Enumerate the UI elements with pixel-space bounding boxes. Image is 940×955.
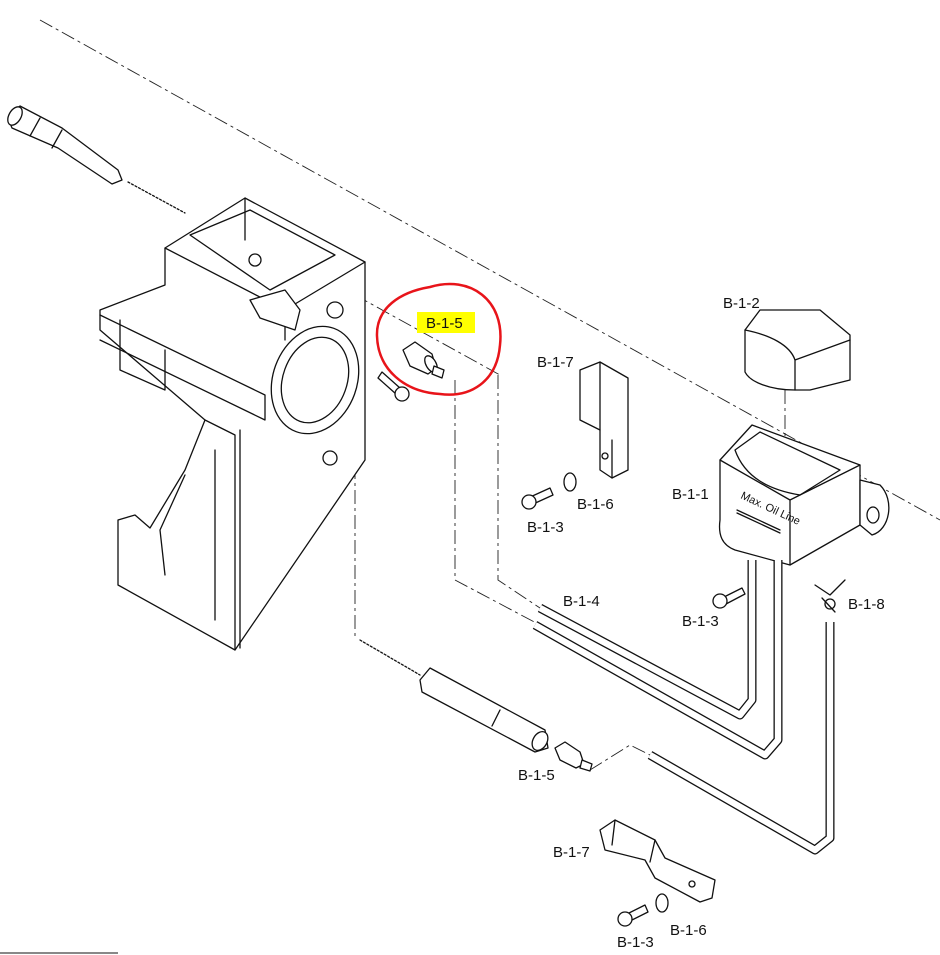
shaft-upper — [7, 105, 186, 214]
fitting-upper — [402, 341, 445, 379]
label-b-1-5-lower: B-1-5 — [518, 767, 555, 784]
label-b-1-2: B-1-2 — [723, 295, 760, 312]
fitting-lower — [554, 741, 593, 772]
oil-tubes — [532, 560, 835, 855]
spring-clip — [814, 579, 846, 613]
bracket-upper — [579, 361, 629, 479]
highlight-circle — [375, 282, 502, 396]
label-b-1-8: B-1-8 — [848, 596, 885, 613]
screw-upper-housing — [377, 371, 410, 402]
main-housing — [99, 197, 366, 651]
label-b-1-6-upper: B-1-6 — [577, 496, 614, 513]
label-b-1-3-cup: B-1-3 — [682, 613, 719, 630]
leader-line — [589, 744, 651, 771]
shaft-lower — [359, 639, 549, 753]
oil-cup: Max. Oil Line — [718, 424, 890, 566]
label-b-1-7-upper: B-1-7 — [537, 354, 574, 371]
label-b-1-5-highlighted: B-1-5 — [426, 315, 463, 332]
bracket-lower — [599, 819, 716, 903]
screw-washer-upper — [521, 472, 577, 510]
highlight-box — [417, 312, 475, 333]
leader-line — [497, 375, 541, 609]
label-b-1-6-lower: B-1-6 — [670, 922, 707, 939]
label-b-1-4: B-1-4 — [563, 593, 600, 610]
leader-line — [354, 294, 501, 376]
label-b-1-7-lower: B-1-7 — [553, 844, 590, 861]
screw-cup — [712, 587, 746, 609]
label-b-1-1: B-1-1 — [672, 486, 709, 503]
cap — [744, 309, 851, 391]
label-b-1-3-upper: B-1-3 — [527, 519, 564, 536]
centerline — [39, 19, 940, 521]
screw-washer-lower — [617, 893, 669, 927]
label-b-1-3-lower: B-1-3 — [617, 934, 654, 951]
leader-line — [454, 380, 541, 626]
